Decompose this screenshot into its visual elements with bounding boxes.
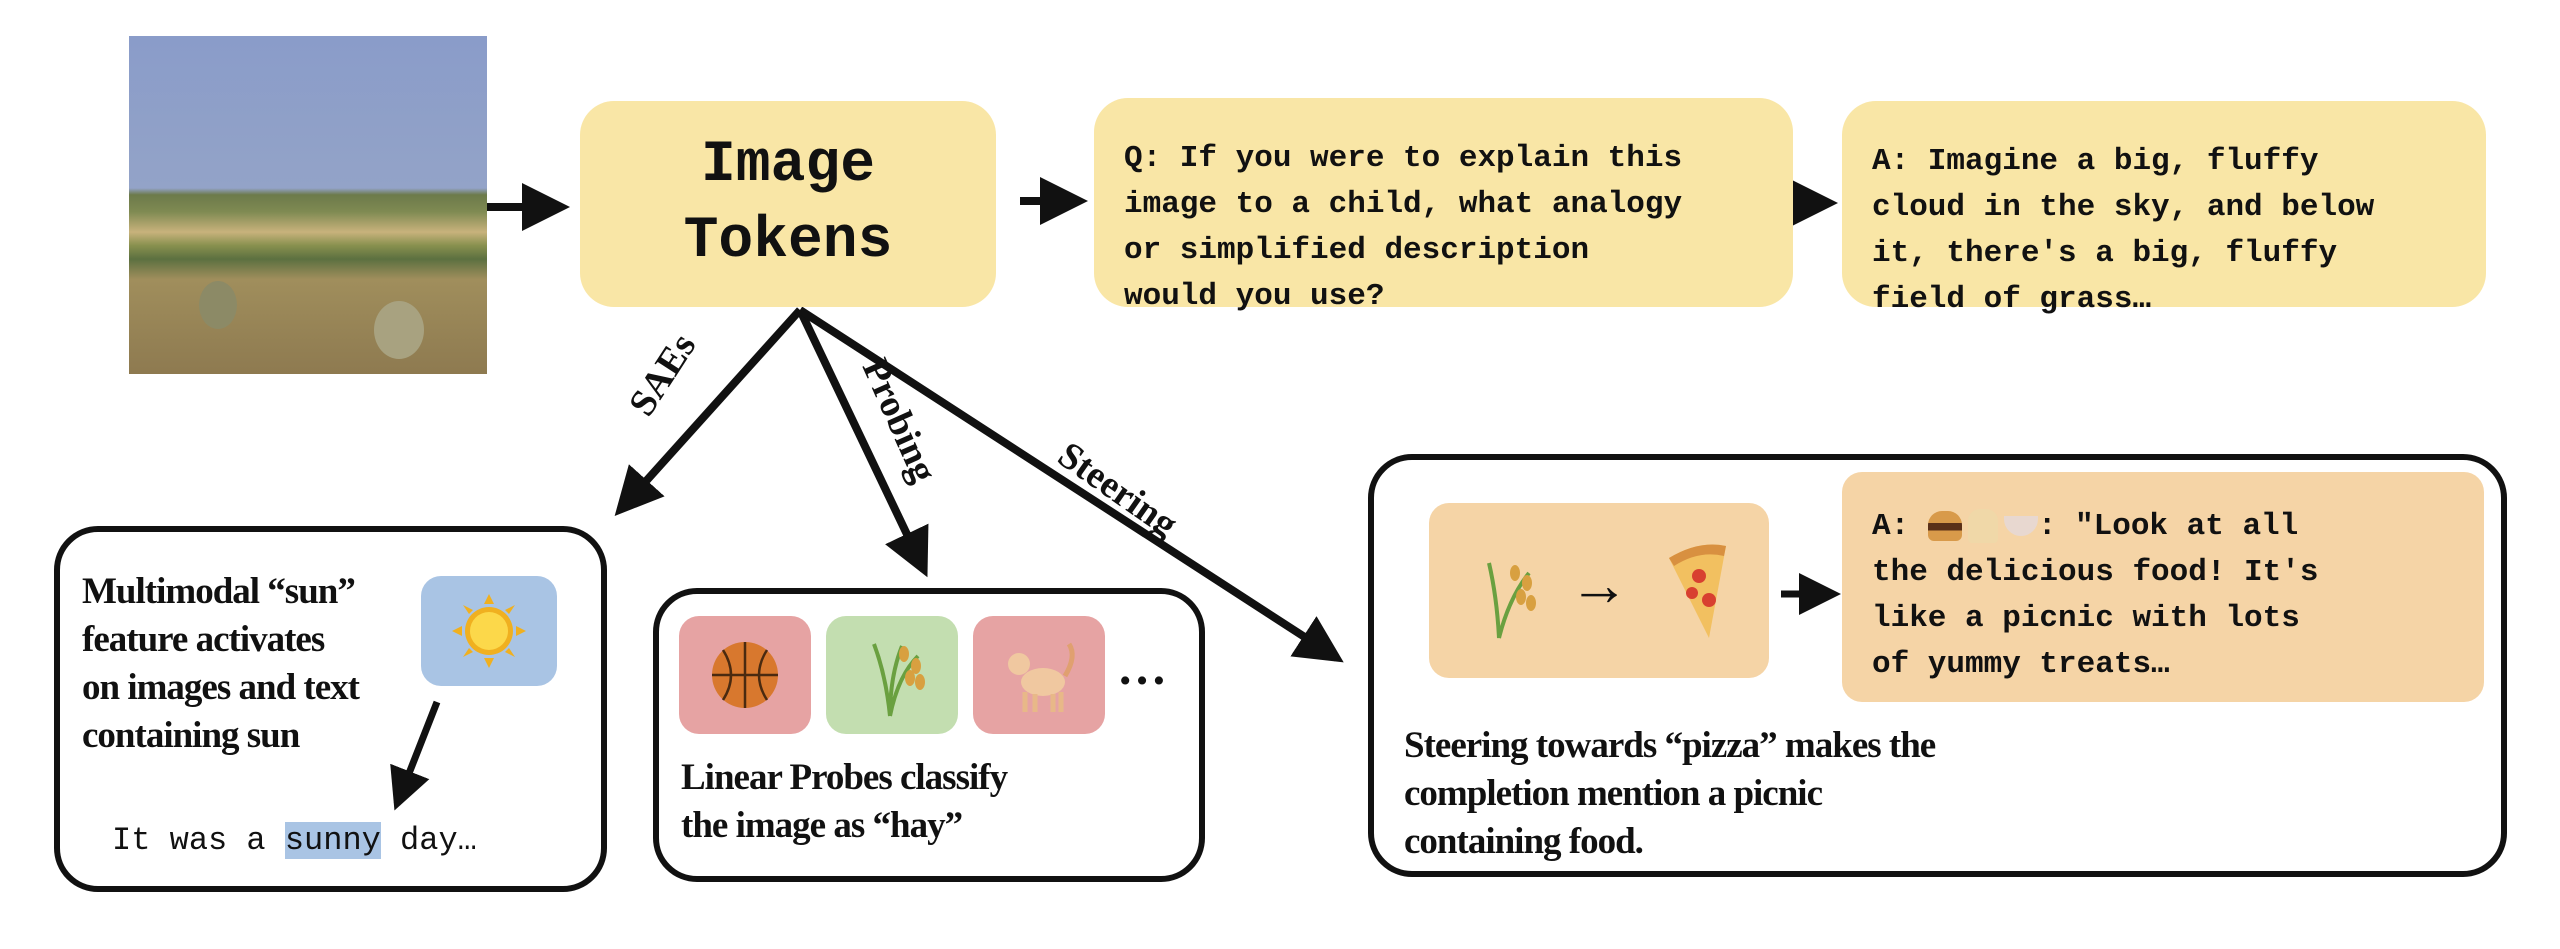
probe-description-line: Linear Probes classify [681, 757, 1008, 798]
question-box: Q: If you were to explain this image to … [1094, 98, 1793, 314]
question-line: image to a child, what analogy [1124, 187, 1683, 222]
answer-line: A: Imagine a big, fluffy [1872, 144, 2319, 179]
steering-description-line: Steering towards “pizza” makes the [1404, 725, 1936, 766]
sae-description: Multimodal “sun” feature activates on im… [82, 568, 360, 760]
pizza-icon [1669, 544, 1726, 638]
steered-answer-line: like a picnic with lots [1872, 601, 2300, 636]
basketball-icon [712, 642, 778, 708]
rice-icon [872, 643, 925, 717]
answer-line: cloud in the sky, and below [1872, 190, 2375, 225]
arrow-probing [796, 308, 929, 578]
answer-line: it, there's a big, fluffy [1872, 236, 2338, 271]
sun-icon [452, 594, 526, 668]
highlighted-token: sunny [284, 822, 381, 859]
arrow-saes [614, 307, 803, 516]
question-line: or simplified description [1124, 233, 1590, 268]
question-line: Q: If you were to explain this [1124, 141, 1683, 176]
sun-tile [421, 576, 557, 686]
burger-icon [1927, 510, 1962, 541]
probe-description-line: the image as “hay” [681, 805, 963, 846]
sae-panel: Multimodal “sun” feature activates on im… [54, 526, 607, 892]
answer-prefix: A: [1872, 509, 1928, 544]
sentence-prefix: It was a [112, 822, 285, 859]
steering-description-line: containing food. [1404, 821, 1644, 862]
steered-answer-box: A: : "Look at all the delicious food! It… [1842, 472, 2484, 702]
question-line: would you use? [1124, 279, 1385, 314]
image-tokens-line: Image [700, 133, 876, 198]
sae-description-line: on images and text [82, 667, 360, 708]
answer-box: A: Imagine a big, fluffy cloud in the sk… [1842, 101, 2486, 317]
cat-icon [1008, 642, 1075, 712]
sentence-suffix: day… [380, 822, 477, 859]
steering-description-line: completion mention a picnic [1404, 773, 1823, 814]
probe-panel: … Linear Probes classify the image as “h… [653, 588, 1205, 882]
bread-icon [1967, 508, 1998, 543]
probe-description: Linear Probes classify the image as “hay… [681, 754, 1008, 850]
hay-bale [374, 301, 424, 359]
probe-tile-negative [973, 616, 1105, 734]
rice-icon [1487, 562, 1536, 639]
sae-description-line: containing sun [82, 715, 300, 756]
arrow-steering [797, 306, 1344, 663]
hay-bale [199, 281, 237, 329]
steer-arrow-glyph: → [1569, 552, 1629, 618]
sae-sentence: It was a sunny day… [112, 822, 477, 859]
sae-description-line: feature activates [82, 619, 325, 660]
steered-answer-line: the delicious food! It's [1872, 555, 2319, 590]
probe-tile-negative [679, 616, 811, 734]
steered-answer-first-line: A: : "Look at all [1872, 504, 2484, 550]
steer-inner-arrow [1781, 573, 1841, 615]
sae-description-line: Multimodal “sun” [82, 571, 356, 612]
steering-panel: → A: : "Look at all the delicious food! … [1368, 454, 2507, 877]
answer-line: field of grass… [1872, 282, 2152, 317]
more-ellipsis: … [1117, 639, 1167, 695]
answer-text-start: : "Look at all [2037, 509, 2299, 544]
image-tokens-line: Tokens [683, 209, 893, 274]
sae-inner-arrow [390, 700, 441, 811]
probe-tile-positive [826, 616, 958, 734]
steering-vector-tile: → [1429, 503, 1769, 678]
steered-answer-line: of yummy treats… [1872, 647, 2170, 682]
hay-field-photo [129, 36, 487, 374]
image-tokens-box: Image Tokens [580, 101, 996, 307]
noodle-bowl-icon [2003, 515, 2038, 536]
steering-description: Steering towards “pizza” makes the compl… [1404, 722, 1936, 866]
